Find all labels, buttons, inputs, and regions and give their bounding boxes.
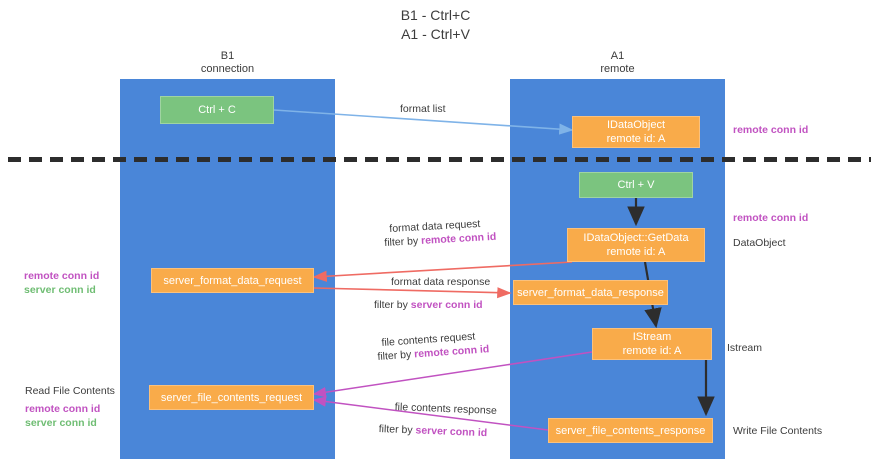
node-sfdreq-label: server_format_data_request: [163, 274, 302, 287]
annotation-left-server-conn-id: server conn id: [24, 284, 96, 296]
filter-value-server-conn-id: server conn id: [410, 299, 483, 311]
filter-value-server-conn-id: server conn id: [415, 424, 488, 440]
filter-prefix: filter by: [384, 234, 422, 249]
node-ctrl-v[interactable]: Ctrl + V: [579, 172, 693, 198]
node-server-file-contents-response[interactable]: server_file_contents_response: [548, 418, 713, 443]
node-istream[interactable]: IStream remote id: A: [592, 328, 712, 360]
node-getdata-line1: IDataObject::GetData: [583, 232, 689, 244]
edge-label-file-contents-response-text: file contents response: [394, 400, 498, 417]
node-sfdres-label: server_format_data_response: [517, 286, 664, 299]
edge-label-format-list: format list: [400, 103, 446, 115]
lane-title-b1: B1 connection: [200, 50, 255, 75]
node-sfcreq-label: server_file_contents_request: [160, 391, 303, 404]
annotation-left-bottom-remote-conn-id: remote conn id: [25, 403, 101, 415]
node-istream-line1: IStream: [632, 331, 672, 343]
annotation-write-file-contents: Write File Contents: [733, 425, 823, 437]
node-ctrl-c[interactable]: Ctrl + C: [160, 96, 274, 124]
edge-label-format-data-response-filter: filter by server conn id: [374, 298, 483, 312]
edge-label-format-data-response: format data response: [391, 276, 491, 288]
annotation-istream: Istream: [727, 342, 763, 354]
annotation-remote-conn-id-mid: remote conn id: [733, 212, 809, 224]
phase-divider: [8, 157, 871, 162]
node-idataobject-line1: IDataObject: [606, 119, 666, 131]
node-server-format-data-request[interactable]: server_format_data_request: [151, 268, 314, 293]
node-sfcres-label: server_file_contents_response: [555, 424, 706, 437]
annotation-dataobject: DataObject: [733, 237, 786, 249]
lane-title-a1: A1 remote: [600, 50, 635, 75]
node-ctrl-v-label: Ctrl + V: [617, 179, 655, 191]
diagram-title: B1 - Ctrl+C A1 - Ctrl+V: [400, 7, 471, 42]
annotation-left-remote-conn-id: remote conn id: [24, 270, 100, 282]
node-idataobject[interactable]: IDataObject remote id: A: [572, 116, 700, 148]
node-getdata-line2: remote id: A: [606, 246, 666, 258]
annotation-left-bottom-server-conn-id: server conn id: [25, 417, 97, 429]
filter-prefix: filter by: [378, 422, 416, 437]
annotation-read-file-contents: Read File Contents: [25, 385, 115, 397]
node-idataobject-line2: remote id: A: [606, 133, 666, 145]
filter-prefix: filter by: [377, 348, 415, 363]
filter-prefix: filter by: [374, 299, 411, 311]
node-idataobject-getdata[interactable]: IDataObject::GetData remote id: A: [567, 228, 705, 262]
annotation-remote-conn-id-top: remote conn id: [733, 124, 809, 136]
node-server-file-contents-request[interactable]: server_file_contents_request: [149, 385, 314, 410]
node-ctrl-c-label: Ctrl + C: [198, 104, 236, 116]
node-server-format-data-response[interactable]: server_format_data_response: [513, 280, 668, 305]
node-istream-line2: remote id: A: [622, 345, 682, 357]
